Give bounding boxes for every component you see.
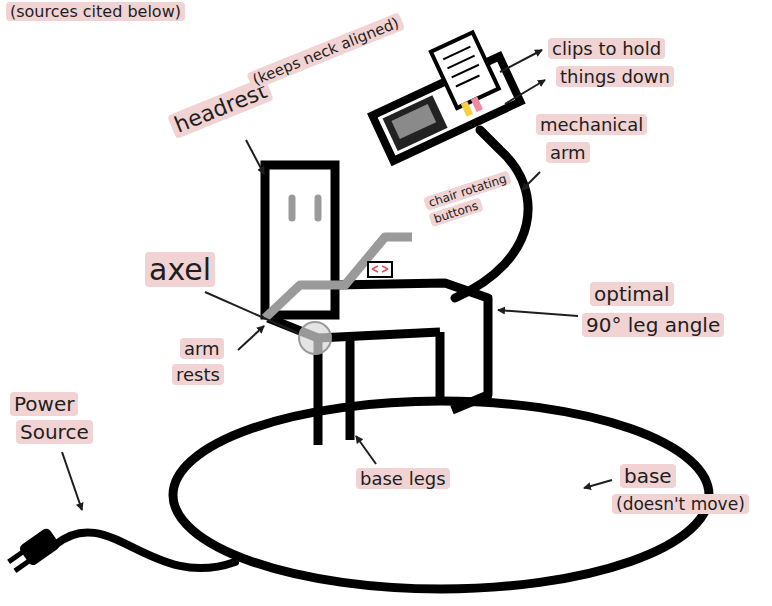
rotate-buttons [368,262,392,277]
callout-label: base [620,462,676,491]
callout-label: base legs [356,466,450,492]
label-text: Source [16,420,93,444]
clip [461,101,473,117]
callout-label: mechanical [536,112,647,138]
callout-label: arm [180,336,224,362]
label-text: (keeps neck aligned) [246,12,405,90]
plug [5,527,61,576]
callout-label: things down [556,64,674,90]
callout-label: optimal [590,280,674,309]
leader-line [505,80,545,104]
plug-prong [14,558,32,572]
label-text: Power [10,392,78,416]
callout-label: arm [546,140,590,166]
label-text: arm [180,338,224,359]
chair-back [265,165,335,315]
headrest-pad [315,198,322,218]
callout-label: (doesn't move) [612,492,749,517]
plug-body [18,527,61,567]
label-text: base [620,464,676,488]
plug-prong [7,549,25,563]
paper [431,32,499,108]
leader-line [205,292,298,333]
label-text: (sources cited below) [6,2,185,21]
label-text: (doesn't move) [612,494,749,514]
headrest-pad [289,198,296,218]
label-text: rests [172,364,224,385]
tray [358,26,520,160]
leader-line [62,452,82,510]
laptop-screen [391,104,436,139]
callout-label: (keeps neck aligned) [246,11,406,93]
label-text: optimal [590,282,674,306]
label-text: clips to hold [548,38,665,59]
callout-label: chair rotating buttons [423,170,516,230]
leader-line [522,172,540,190]
label-text: axel [145,252,215,287]
callout-label: rests [172,362,224,388]
leader-line [498,310,578,316]
power-cord [55,532,235,568]
label-text: mechanical [536,114,647,135]
button-arrows [372,266,388,272]
callout-label: Source [16,418,93,447]
leader-lines [62,50,612,510]
leader-line [246,140,264,174]
laptop [383,95,448,151]
arm-rest [265,237,412,318]
leader-line [500,50,542,72]
base-leg [436,332,445,402]
label-text: 90° leg angle [582,313,724,337]
callout-label: clips to hold [548,36,665,62]
label-text: things down [556,66,674,87]
leader-line [356,436,376,464]
callout-label: 90° leg angle [582,311,724,340]
label-text: arm [546,142,590,163]
base-leg [346,338,355,440]
clip [471,96,483,112]
axel-joint [299,322,331,354]
seat-underside [268,318,440,338]
label-text: base legs [356,468,450,489]
seat-outline [335,283,488,410]
paper-lines [443,47,483,87]
callout-label: axel [145,248,215,292]
label-text: chair rotating buttons [423,170,512,227]
callout-label: Power [10,390,78,419]
leader-line [584,480,612,488]
callout-label: (sources cited below) [6,0,185,23]
leader-line [238,326,264,350]
